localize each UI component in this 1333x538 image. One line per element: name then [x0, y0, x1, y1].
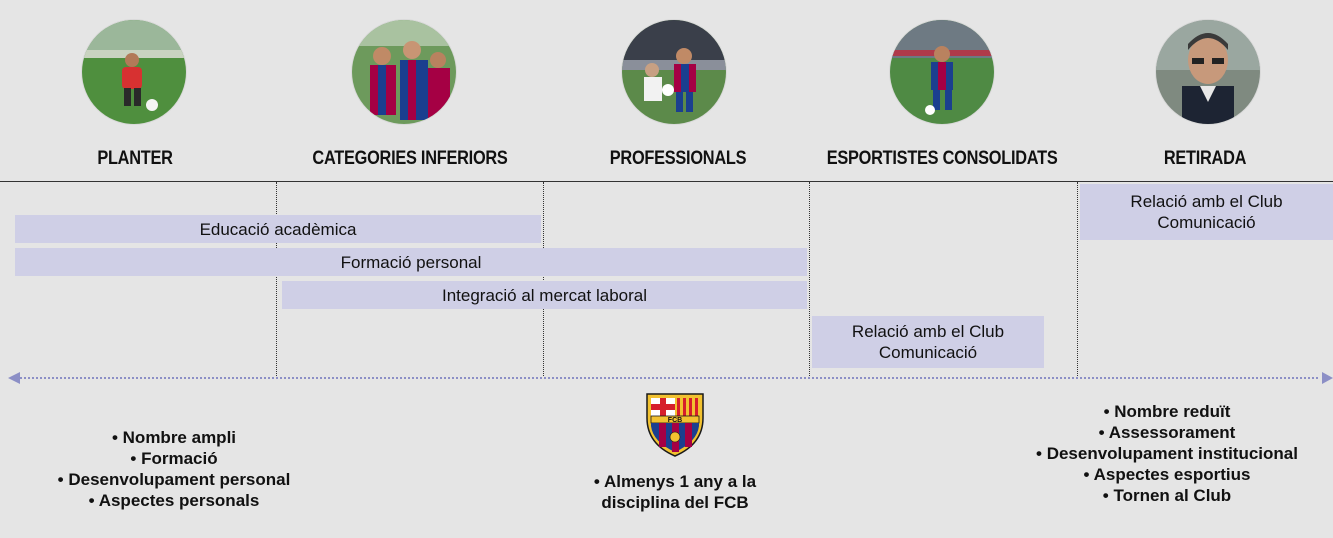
stage-title-retirada: RETIRADA [1163, 148, 1247, 169]
arrow-right-icon [1322, 372, 1333, 384]
stage-divider [543, 182, 544, 376]
bar-integracio-mercat-laboral: Integració al mercat laboral [282, 281, 807, 309]
list-item: • Nombre ampli [111, 428, 237, 447]
bar-formacio-personal: Formació personal [15, 248, 807, 276]
bar-label-line1: Relació amb el Club [851, 322, 1005, 341]
bar-label-line2: Comunicació [878, 343, 978, 362]
photo-categories-inferiors [352, 20, 456, 124]
stage-title-esportistes-consolidats: ESPORTISTES CONSOLIDATS [826, 148, 1058, 169]
list-item: • Aspectes esportius [1083, 465, 1251, 484]
stage-divider [1077, 182, 1078, 376]
bar-relacio-club-retirada: Relació amb el Club Comunicació [1080, 184, 1333, 240]
list-item: • Desenvolupament institucional [1036, 444, 1298, 463]
bar-label-line1: Relació amb el Club [1130, 192, 1283, 211]
timeline-line [20, 377, 1318, 379]
center-characteristics-list: • Almenys 1 any a la disciplina del FCB [565, 471, 785, 513]
stage-divider [276, 182, 277, 376]
photo-professionals [622, 20, 726, 124]
list-item: • Formació [130, 449, 218, 468]
right-characteristics-list: • Nombre reduït • Assessorament • Desenv… [1003, 401, 1331, 506]
photo-esportistes-consolidats [890, 20, 994, 124]
header-rule [0, 181, 1333, 182]
photo-planter [82, 20, 186, 124]
bar-educacio-academica: Educació acadèmica [15, 215, 541, 243]
bar-relacio-club-consolidats: Relació amb el Club Comunicació [812, 316, 1044, 368]
fcb-crest-icon: FCB [641, 390, 709, 458]
bar-label: Educació acadèmica [199, 219, 357, 239]
arrow-left-icon [8, 372, 20, 384]
list-item: • Desenvolupament personal [57, 470, 291, 489]
bar-label: Formació personal [340, 252, 482, 272]
stage-title-categories-inferiors: CATEGORIES INFERIORS [312, 148, 508, 169]
list-item: • Almenys 1 any a la [593, 472, 757, 491]
list-item: • Assessorament [1098, 423, 1236, 442]
list-item: • Nombre reduït [1103, 402, 1231, 421]
left-characteristics-list: • Nombre ampli • Formació • Desenvolupam… [14, 427, 334, 511]
bar-label-line2: Comunicació [1157, 213, 1256, 232]
photo-retirada [1156, 20, 1260, 124]
stage-title-professionals: PROFESSIONALS [609, 148, 747, 169]
stage-title-planter: PLANTER [97, 148, 173, 169]
crest-text: FCB [668, 417, 682, 424]
bar-label: Integració al mercat laboral [441, 285, 648, 305]
list-item: disciplina del FCB [601, 493, 749, 512]
stage-divider [809, 182, 810, 376]
list-item: • Aspectes personals [88, 491, 260, 510]
list-item: • Tornen al Club [1102, 486, 1232, 505]
